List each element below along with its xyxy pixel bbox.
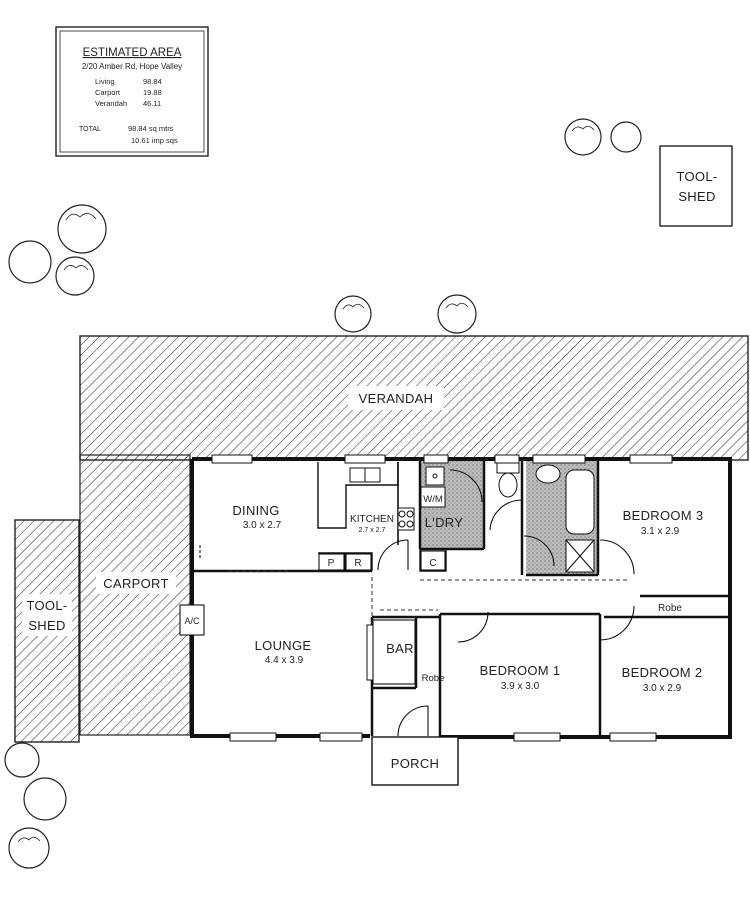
legend-row-value: 46.11: [143, 99, 161, 108]
cupboards: [179, 550, 446, 685]
tree-icon: [55, 256, 95, 296]
aircon-label: A/C: [184, 616, 200, 626]
dining-dims: 3.0 x 2.7: [243, 520, 282, 531]
window: [532, 454, 586, 464]
legend-address: 2/20 Amber Rd, Hope Valley: [82, 62, 182, 71]
bar-label: BAR: [386, 641, 414, 656]
tree-icon: [334, 295, 372, 333]
bedroom1-label: BEDROOM 1: [480, 663, 561, 678]
wm-label: W/M: [423, 494, 443, 505]
legend-row-value: 19.88: [143, 88, 162, 97]
lounge-label: LOUNGE: [255, 638, 312, 653]
kitchen-label: KITCHEN: [350, 514, 394, 525]
bedroom3-dims: 3.1 x 2.9: [641, 526, 680, 537]
lounge-dims: 4.4 x 3.9: [265, 655, 304, 666]
tree-icon: [8, 240, 52, 284]
legend-row-label: Living: [95, 77, 115, 86]
carport-label: CARPORT: [103, 576, 168, 591]
tree-icon: [8, 827, 50, 869]
tree-icon: [4, 742, 40, 778]
laundry-label: L'DRY: [425, 515, 463, 530]
window: [319, 732, 363, 742]
legend-row-value: 98.84: [143, 77, 162, 86]
verandah: VERANDAH: [79, 335, 749, 461]
window: [229, 732, 277, 742]
estimated-area-legend: ESTIMATED AREA 2/20 Amber Rd, Hope Valle…: [55, 26, 209, 157]
tree-icon: [437, 294, 477, 334]
carport: CARPORT: [79, 454, 191, 736]
cupboard-label: C: [429, 558, 436, 569]
window: [423, 454, 449, 464]
porch: PORCH: [371, 736, 459, 786]
window: [513, 732, 561, 742]
bath-icon: [565, 469, 595, 535]
legend-row-label: Verandah: [95, 99, 127, 108]
tool-shed-left-label-1: TOOL-: [27, 598, 68, 613]
bedroom1-dims: 3.9 x 3.0: [501, 681, 540, 692]
bedroom2-dims: 3.0 x 2.9: [643, 683, 682, 694]
kitchen-dims: 2.7 x 2.7: [359, 527, 386, 534]
tree-icon: [564, 118, 602, 156]
window: [344, 454, 386, 464]
window: [609, 732, 657, 742]
legend-total-metric: 98.84 sq mtrs: [128, 124, 174, 133]
tree-icon: [610, 121, 642, 153]
fixtures: [349, 462, 595, 573]
dining-label: DINING: [232, 503, 279, 518]
shower-icon: [565, 539, 595, 573]
robe-bed2-label: Robe: [658, 603, 682, 614]
tree-icon: [57, 204, 107, 254]
room-labels: DINING 3.0 x 2.7 KITCHEN 2.7 x 2.7 W/M L…: [184, 494, 703, 694]
tree-icon: [23, 777, 67, 821]
porch-label: PORCH: [391, 756, 439, 771]
tool-shed-top-label-1: TOOL-: [677, 169, 718, 184]
trees: [4, 118, 642, 869]
robe-bed1-label: Robe: [422, 673, 445, 684]
bedroom2-label: BEDROOM 2: [622, 665, 703, 680]
dashed-openings: [228, 570, 630, 616]
legend-row-label: Carport: [95, 88, 121, 97]
refrigerator-label: R: [354, 558, 361, 569]
legend-total-label: TOTAL: [79, 126, 101, 133]
pantry-label: P: [328, 558, 335, 569]
windows: [211, 454, 673, 742]
window: [629, 454, 673, 464]
house-walls: [190, 457, 732, 739]
interior-walls: [192, 461, 730, 737]
bedroom3-label: BEDROOM 3: [623, 508, 704, 523]
window: [494, 454, 520, 464]
tool-shed-left-label-2: SHED: [28, 618, 65, 633]
doors: [199, 469, 635, 737]
verandah-label: VERANDAH: [359, 391, 434, 406]
basin-icon: [535, 464, 561, 484]
legend-title: ESTIMATED AREA: [83, 47, 182, 59]
toilet-icon: [496, 462, 520, 498]
tool-shed-top: TOOL- SHED: [659, 145, 733, 227]
tool-shed-left: TOOL- SHED: [14, 519, 80, 743]
legend-total-imperial: 10.61 imp sqs: [131, 136, 178, 145]
tool-shed-top-label-2: SHED: [678, 189, 715, 204]
washing-machine-icon: [420, 486, 446, 508]
window: [211, 454, 253, 464]
